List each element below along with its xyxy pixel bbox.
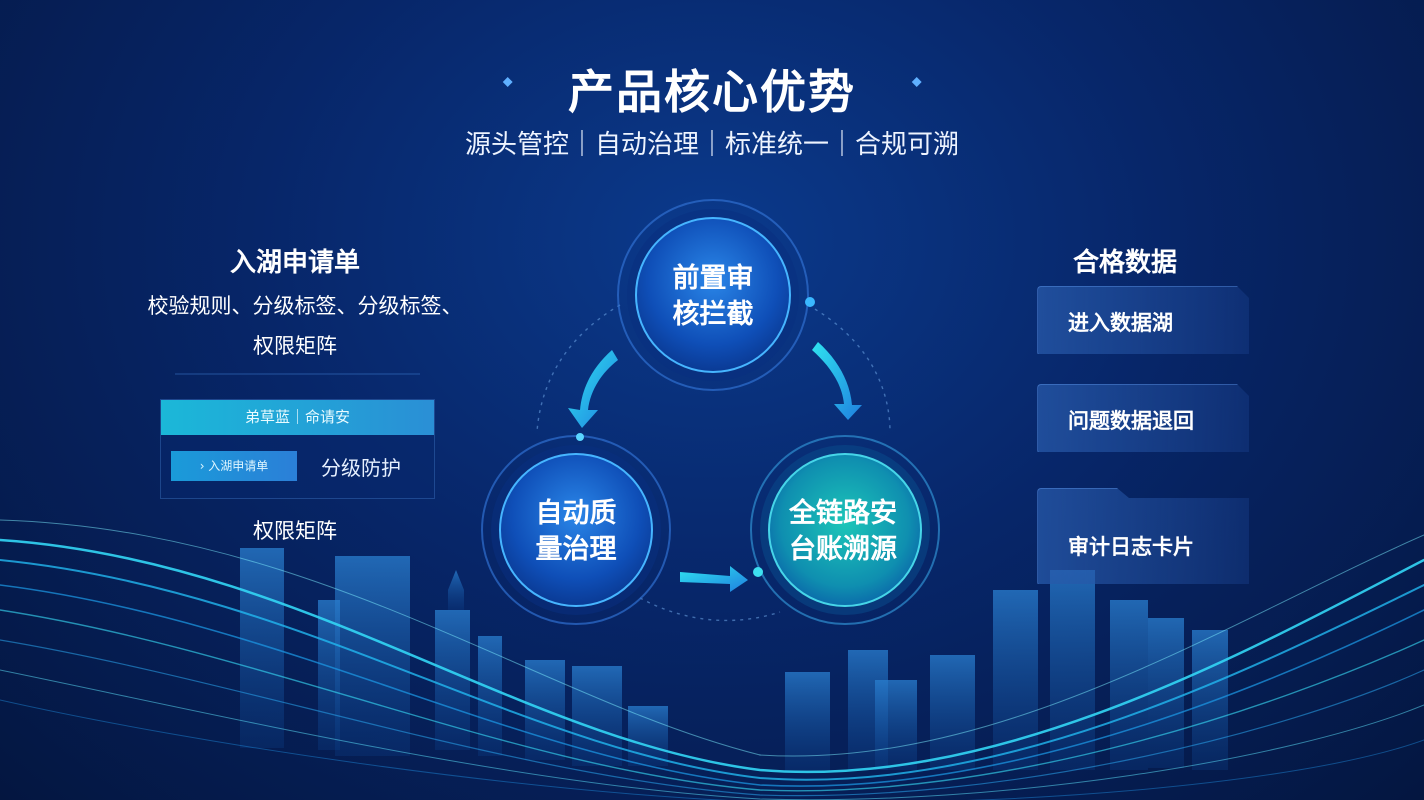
- cycle-node-2-line2: 量治理: [535, 534, 617, 565]
- cycle-node-1-line1: 前置审: [672, 263, 754, 294]
- left-section-title: 入湖申请单: [229, 248, 360, 278]
- cycle-arrows: [568, 342, 862, 592]
- cycle-node-3-line1: 全链路安: [789, 498, 897, 529]
- cycle-dashed-ring: [536, 304, 891, 622]
- cycle-node-2-line1: 自动质: [535, 498, 617, 529]
- card-audit-log: 审计日志卡片: [1037, 488, 1249, 584]
- card-enter-data-lake: 进入数据湖: [1037, 286, 1249, 354]
- cycle-node-1-line2: 核拦截: [672, 299, 754, 330]
- left-description-line2: 权限矩阵: [253, 334, 337, 358]
- cycle-node-3-line2: 台账溯源: [789, 534, 897, 565]
- light-streams: [0, 519, 1424, 800]
- page-title: 产品核心优势: [568, 65, 856, 119]
- left-description-line1: 校验规则、分级标签、分级标签、: [147, 294, 463, 318]
- cycle-node-1: [617, 199, 815, 391]
- card-enter-data-lake-label: 进入数据湖: [1068, 311, 1173, 335]
- cycle-node-3-label: 全链路安 台账溯源: [758, 496, 928, 568]
- card-return-problem-data-label: 问题数据退回: [1068, 409, 1194, 433]
- panel-header-bar: 弟草蓝｜命请安: [161, 400, 434, 435]
- cycle-node-2-label: 自动质 量治理: [491, 496, 661, 568]
- cycle-node-3: [750, 435, 940, 625]
- cycle-node-1-label: 前置审 核拦截: [628, 261, 798, 333]
- cycle-node-2: [481, 433, 671, 625]
- left-bottom-label: 权限矩阵: [253, 519, 337, 543]
- submit-application-button[interactable]: › 入湖申请单: [171, 451, 297, 481]
- right-section-title: 合格数据: [1072, 248, 1177, 278]
- application-form-panel: 弟草蓝｜命请安 › 入湖申请单 分级防护: [160, 399, 435, 499]
- panel-grading-label: 分级防护: [321, 456, 401, 480]
- city-skyline: [240, 548, 1228, 772]
- card-return-problem-data: 问题数据退回: [1037, 384, 1249, 452]
- page-subtitle: 源头管控｜自动治理｜标准统一｜合规可溯: [464, 130, 959, 160]
- card-audit-log-label: 审计日志卡片: [1068, 535, 1194, 559]
